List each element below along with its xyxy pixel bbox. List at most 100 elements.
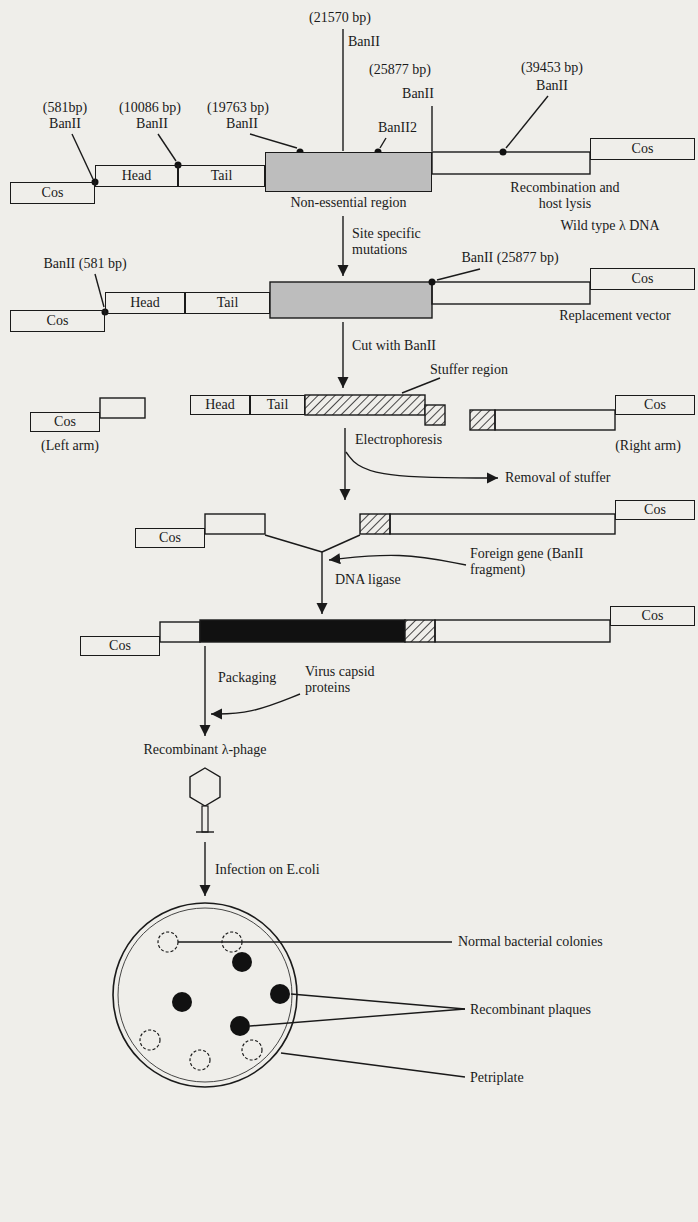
- annotation-label: BanII: [136, 116, 168, 132]
- dna-segment: [160, 622, 200, 642]
- annotation-label: BanII: [49, 116, 81, 132]
- annotation-label: (10086 bp): [119, 100, 181, 116]
- dna-segment: [405, 620, 435, 642]
- process-arrow: [204, 646, 205, 736]
- annotation-label: BanII: [402, 86, 434, 102]
- segment-label: Cos: [159, 530, 181, 545]
- leader-line: [322, 535, 360, 552]
- dna-segment-box: Cos: [590, 268, 695, 290]
- dna-segment: [205, 514, 265, 534]
- plate-inner-rim: [118, 908, 292, 1082]
- segment-label: Cos: [42, 185, 64, 200]
- segment-label: Cos: [109, 638, 131, 653]
- dna-segment-box: Cos: [590, 138, 695, 160]
- petri-plate: [113, 903, 297, 1087]
- annotation-label: Infection on E.coli: [215, 862, 320, 878]
- annotation-label: Normal bacterial colonies: [458, 934, 603, 950]
- segment-label: Cos: [644, 397, 666, 412]
- segment-label: Head: [205, 397, 235, 412]
- leader-line: [437, 269, 480, 280]
- annotation-label: Petriplate: [470, 1070, 524, 1086]
- shaded-region: Non-essential region: [265, 152, 432, 192]
- annotation-label: (39453 bp): [521, 60, 583, 76]
- restriction-sites: [92, 149, 507, 316]
- bacterial-colony: [190, 1050, 210, 1070]
- phage-head: [190, 768, 220, 806]
- annotation-label: DNA ligase: [335, 572, 401, 588]
- dna-segment-box: Tail: [185, 292, 270, 314]
- region-label: Non-essential region: [290, 195, 406, 210]
- leader-line: [291, 994, 465, 1009]
- process-arrow: [321, 552, 322, 614]
- segment-label: Cos: [47, 313, 69, 328]
- dna-segment: [100, 398, 145, 418]
- dna-segment-box: Cos: [10, 310, 105, 332]
- process-arrow: [346, 452, 498, 478]
- dna-segment: [200, 620, 405, 642]
- segment-label: Cos: [632, 141, 654, 156]
- leader-line: [72, 134, 93, 179]
- annotation-label: Recombinant λ-phage: [143, 742, 266, 758]
- annotation-label: (581bp): [43, 100, 87, 116]
- dna-segment: [470, 410, 495, 430]
- annotation-label: Stuffer region: [430, 362, 508, 378]
- leader-line: [431, 106, 432, 151]
- annotation-label: Site specific mutations: [352, 226, 447, 258]
- leader-line: [402, 378, 440, 393]
- dna-segment: [432, 152, 590, 174]
- plaque: [172, 992, 192, 1012]
- annotation-label: BanII2: [378, 120, 417, 136]
- bacterial-colony: [158, 932, 178, 952]
- dna-segment-box: Cos: [615, 395, 695, 415]
- annotation-label: Replacement vector: [559, 308, 671, 324]
- leader-line: [380, 138, 386, 148]
- annotation-label: Foreign gene (BanII fragment): [470, 546, 590, 578]
- dna-segment: [495, 410, 615, 430]
- process-arrow: [344, 428, 345, 500]
- leader-line: [158, 134, 176, 161]
- segment-label: Head: [130, 295, 160, 310]
- annotation-label: (21570 bp): [309, 10, 371, 26]
- bacterial-colony: [242, 1040, 262, 1060]
- process-arrow: [204, 842, 205, 896]
- annotation-label: Recombinant plaques: [470, 1002, 591, 1018]
- process-arrow: [342, 322, 343, 388]
- dna-segment: [270, 282, 432, 318]
- segment-label: Cos: [642, 608, 664, 623]
- dna-segment-box: Cos: [135, 528, 205, 548]
- annotation-label: BanII: [348, 34, 380, 50]
- leader-line: [250, 134, 297, 148]
- leader-line: [250, 1009, 465, 1026]
- leader-line: [95, 274, 104, 307]
- annotation-label: Wild type λ DNA: [560, 218, 659, 234]
- dna-segment: [425, 405, 445, 425]
- dna-segment-box: Head: [190, 395, 250, 415]
- annotation-label: BanII: [226, 116, 258, 132]
- annotation-label: BanII (581 bp): [43, 256, 126, 272]
- bacterial-colony: [222, 932, 242, 952]
- dna-segment: [435, 620, 610, 642]
- plaque: [230, 1016, 250, 1036]
- annotation-label: (25877 bp): [369, 62, 431, 78]
- phage-icon: [190, 768, 220, 832]
- leader-line: [265, 535, 322, 552]
- annotation-label: Packaging: [218, 670, 276, 686]
- bacterial-colony: [140, 1030, 160, 1050]
- annotation-label: Removal of stuffer: [505, 470, 611, 486]
- phage-base: [196, 831, 214, 832]
- segment-label: Cos: [644, 502, 666, 517]
- segment-label: Cos: [54, 414, 76, 429]
- site-dot: [500, 149, 507, 156]
- leader-line: [281, 1053, 465, 1077]
- annotation-label: BanII (25877 bp): [461, 250, 558, 266]
- annotation-label: (Right arm): [615, 438, 681, 454]
- segment-label: Tail: [211, 168, 233, 183]
- dna-segment-box: Tail: [250, 395, 305, 415]
- leader-line: [342, 29, 343, 151]
- dna-segment-box: Cos: [615, 500, 695, 520]
- dna-segments: [100, 152, 615, 642]
- dna-segment: [305, 395, 425, 415]
- process-arrow: [342, 216, 343, 276]
- segment-label: Cos: [632, 271, 654, 286]
- dna-segment: [390, 514, 615, 534]
